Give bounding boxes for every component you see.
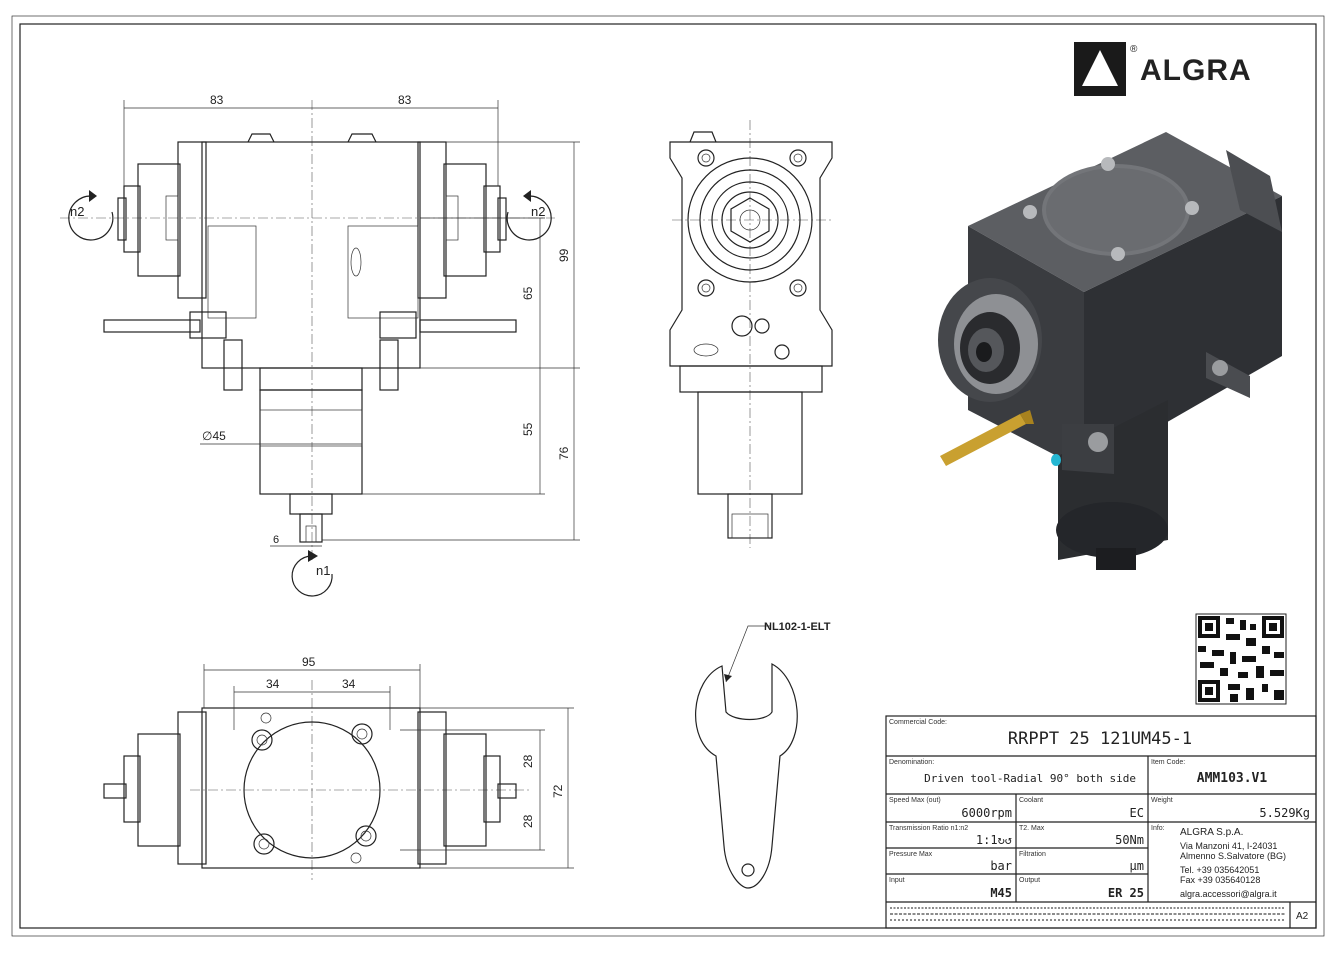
transmission-ratio-value: 1:1↻↺ [976, 833, 1012, 847]
front-view: 83 83 65 99 55 76 ∅45 6 n2 n2 n1 [60, 93, 580, 597]
info-email: algra.accessori@algra.it [1180, 889, 1277, 899]
algra-logo: ® ALGRA [1074, 42, 1252, 96]
label-pressure: Pressure Max [889, 851, 933, 858]
label-output: Output [1019, 877, 1040, 884]
dim-height-99: 99 [557, 248, 571, 262]
filtration-value: µm [1130, 859, 1144, 873]
pressure-value: bar [990, 859, 1012, 873]
label-input: Input [889, 877, 905, 884]
wrench-callout: NL102-1-ELT [764, 621, 831, 633]
brand-name: ALGRA [1140, 54, 1252, 87]
coolant-value: EC [1130, 806, 1144, 820]
info-tel: Tel. +39 035642051 [1180, 865, 1259, 875]
dim-height-28-bottom: 28 [521, 814, 535, 828]
bottom-view: 95 34 34 28 28 72 [103, 655, 574, 880]
dim-shank-6: 6 [273, 534, 279, 546]
input-value: M45 [990, 886, 1012, 900]
speed-value: 6000rpm [961, 806, 1012, 820]
rotation-label-left: n2 [70, 204, 84, 219]
info-fax: Fax +39 035640128 [1180, 875, 1260, 885]
label-item-code: Item Code: [1151, 759, 1185, 766]
label-commercial-code: Commercial Code: [889, 719, 947, 726]
label-coolant: Coolant [1019, 797, 1043, 804]
outer-border [11, 15, 1325, 937]
inner-border [19, 23, 1317, 929]
isometric-3d-view [938, 132, 1282, 570]
rotation-label-right: n2 [531, 204, 545, 219]
output-value: ER 25 [1108, 886, 1144, 900]
info-address-line2: Almenno S.Salvatore (BG) [1180, 851, 1286, 861]
dim-diameter-45: ∅45 [202, 429, 226, 443]
item-code: AMM103.V1 [1197, 771, 1268, 786]
dim-half-34-left: 34 [266, 677, 280, 691]
label-denomination: Denomination: [889, 759, 934, 766]
torque-value: 50Nm [1115, 833, 1144, 847]
info-address-line1: Via Manzoni 41, I-24031 [1180, 841, 1277, 851]
dim-width-95: 95 [302, 655, 316, 669]
commercial-code: RRPPT 25 121UM45-1 [1008, 729, 1192, 749]
label-info: Info: [1151, 825, 1165, 832]
rotation-arrow-right-icon [506, 195, 552, 241]
dim-left-width: 83 [210, 93, 224, 107]
dim-height-76: 76 [557, 446, 571, 460]
denomination: Driven tool-Radial 90° both side [924, 772, 1136, 785]
label-speed: Speed Max (out) [889, 797, 941, 804]
dim-height-65: 65 [521, 286, 535, 300]
rotation-arrow-left-icon [68, 195, 114, 241]
qr-code [1195, 613, 1287, 705]
dim-half-34-right: 34 [342, 677, 356, 691]
label-transmission-ratio: Transmission Ratio n1:n2 [889, 825, 968, 832]
label-weight: Weight [1151, 797, 1173, 804]
info-company: ALGRA S.p.A. [1180, 827, 1243, 838]
dim-height-72: 72 [551, 784, 565, 798]
weight-value: 5.529Kg [1259, 806, 1310, 820]
side-view [669, 120, 833, 548]
legal-fine-print [890, 907, 1285, 921]
label-filtration: Filtration [1019, 851, 1046, 858]
rotation-label-bottom: n1 [316, 563, 330, 578]
dim-height-28-top: 28 [521, 754, 535, 768]
rotation-arrow-bottom-icon [291, 555, 333, 597]
title-block: Commercial Code: RRPPT 25 121UM45-1 Deno… [885, 715, 1317, 929]
dim-right-width: 83 [398, 93, 412, 107]
wrench-view: NL102-1-ELT [695, 621, 831, 889]
label-torque: T2. Max [1019, 825, 1045, 832]
dim-height-55: 55 [521, 422, 535, 436]
registered-mark: ® [1130, 44, 1138, 55]
sheet-size: A2 [1296, 911, 1309, 922]
